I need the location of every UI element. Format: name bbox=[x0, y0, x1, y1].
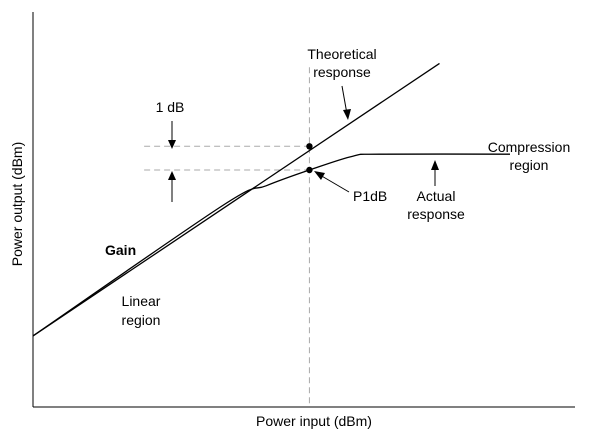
one-db-arrowhead-up bbox=[168, 171, 176, 180]
compression-label-line2: region bbox=[510, 157, 549, 173]
actual-arrowhead bbox=[431, 160, 439, 170]
actual-response-curve bbox=[32, 153, 511, 337]
p1db-arrowhead bbox=[314, 171, 325, 180]
annotation-arrows bbox=[168, 85, 439, 202]
linear-label-line1: Linear bbox=[122, 293, 161, 309]
one-db-arrowhead-down bbox=[168, 140, 176, 149]
p1db-arrow bbox=[319, 174, 350, 193]
x-axis-label: Power input (dBm) bbox=[256, 413, 372, 429]
theoretical-label-line2: response bbox=[313, 64, 371, 80]
actual-label-line1: Actual bbox=[417, 188, 456, 204]
theoretical-label-line1: Theoretical bbox=[307, 46, 376, 62]
p1db-point-marker bbox=[306, 166, 313, 174]
theoretical-arrow bbox=[341, 85, 348, 115]
actual-label-line2: response bbox=[407, 206, 465, 222]
theoretical-point-marker bbox=[306, 143, 313, 150]
compression-label-line1: Compression bbox=[488, 139, 570, 155]
one-db-label: 1 dB bbox=[156, 99, 185, 115]
linear-label-line2: region bbox=[122, 312, 161, 328]
p1db-label: P1dB bbox=[353, 188, 387, 204]
y-axis-label: Power output (dBm) bbox=[9, 142, 25, 267]
theoretical-response-line bbox=[32, 62, 440, 337]
gain-label: Gain bbox=[105, 242, 136, 258]
theoretical-arrowhead bbox=[343, 109, 351, 120]
